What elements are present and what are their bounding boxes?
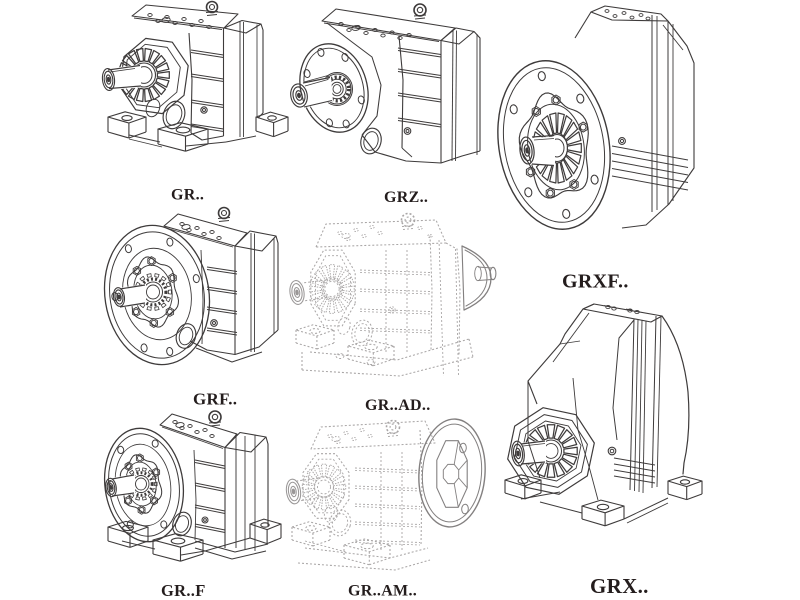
svg-text:GRZ..: GRZ.. [384,189,428,206]
svg-text:GR..AD..: GR..AD.. [365,397,431,414]
svg-text:GR..AM..: GR..AM.. [348,583,417,600]
svg-text:GRXF..: GRXF.. [562,271,629,293]
svg-text:GRF..: GRF.. [193,390,237,409]
svg-text:GR..F: GR..F [161,581,206,600]
svg-text:GRX..: GRX.. [590,574,649,598]
svg-text:GR..: GR.. [171,187,204,204]
